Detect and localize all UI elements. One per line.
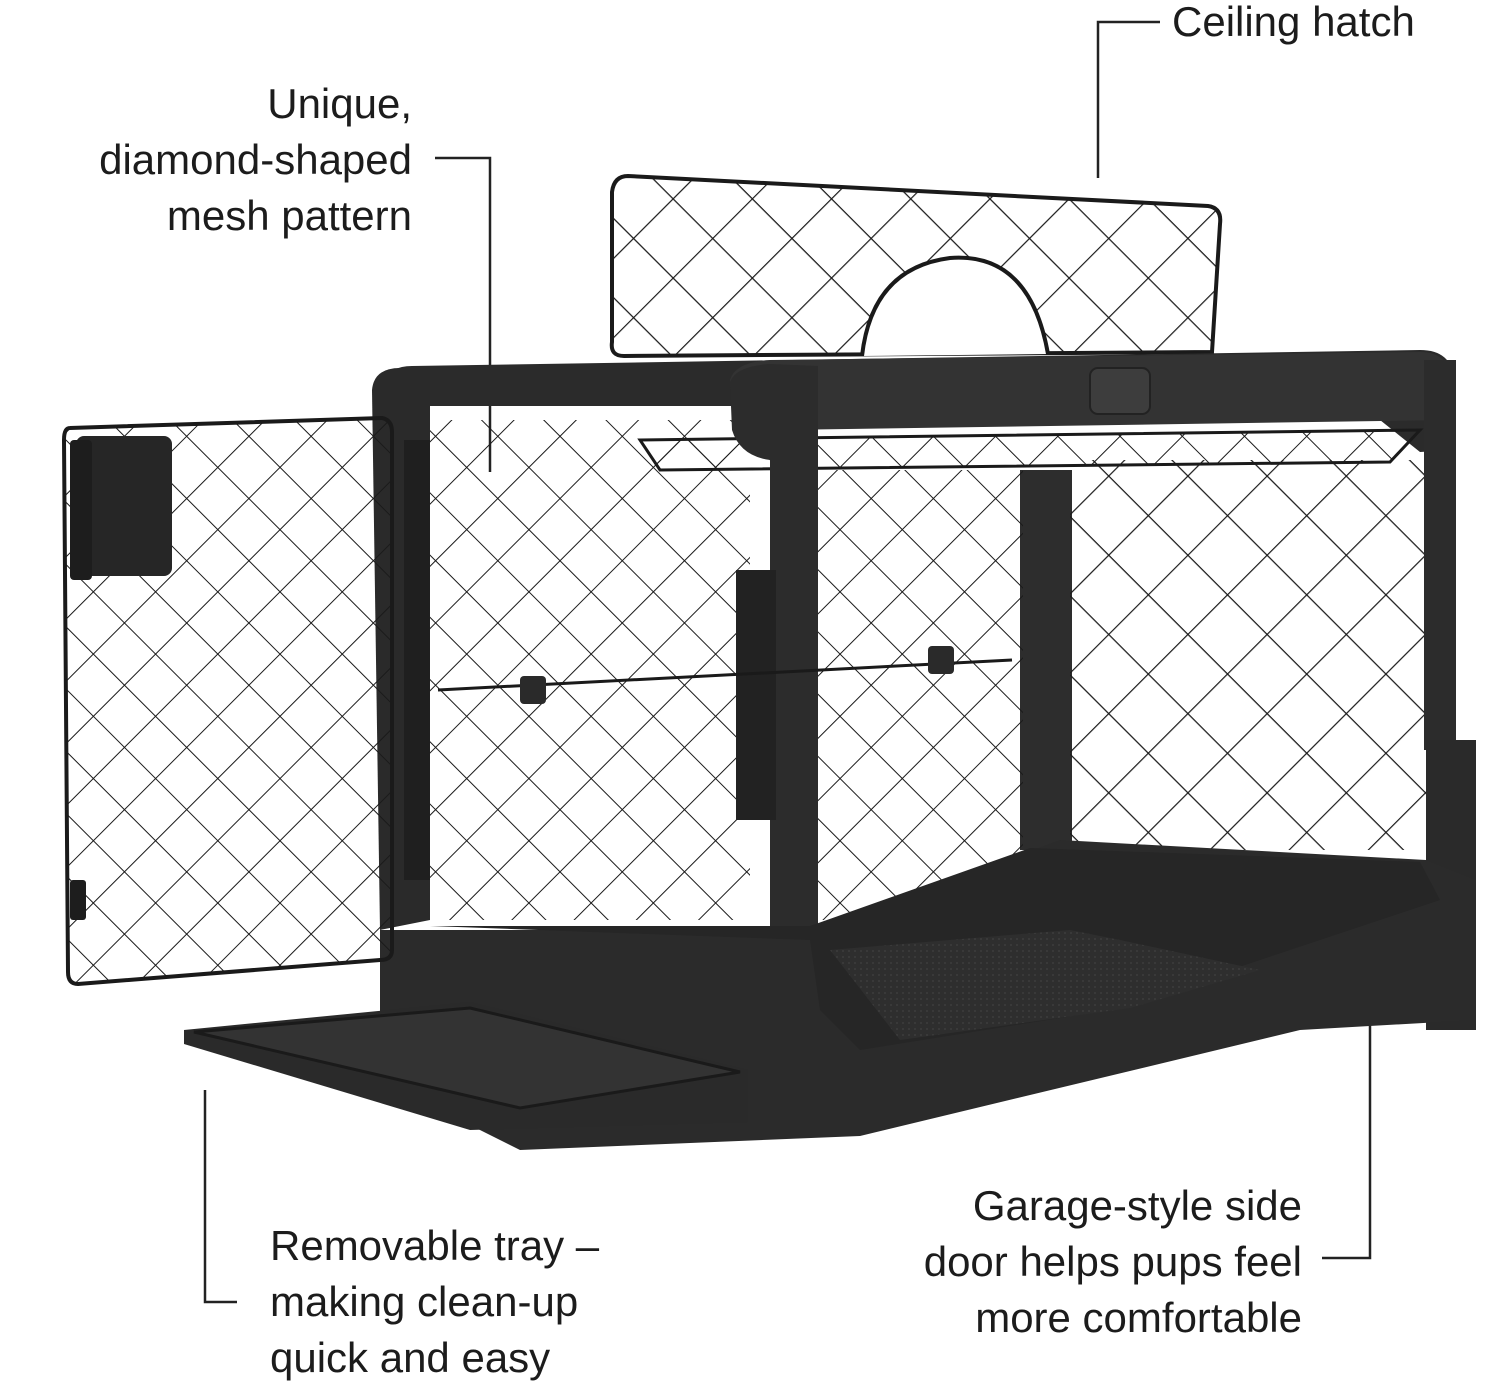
callout-ceiling-hatch: Ceiling hatch xyxy=(1172,0,1415,50)
callout-line: quick and easy xyxy=(270,1334,551,1381)
removable-tray xyxy=(184,1002,748,1130)
callout-mesh-pattern: Unique, diamond-shaped mesh pattern xyxy=(99,76,412,244)
callout-line: diamond-shaped xyxy=(99,136,412,183)
callout-line: Garage-style side xyxy=(972,1182,1302,1229)
leader-side-door xyxy=(1322,922,1372,1260)
callout-line: Removable tray – xyxy=(270,1222,600,1269)
callout-line: mesh pattern xyxy=(166,192,412,239)
leader-removable-tray xyxy=(203,1090,237,1304)
callout-side-door: Garage-style side door helps pups feel m… xyxy=(924,1178,1302,1346)
callout-line: Ceiling hatch xyxy=(1172,0,1415,45)
callout-removable-tray: Removable tray – making clean-up quick a… xyxy=(270,1218,599,1386)
callout-line: more comfortable xyxy=(975,1294,1302,1341)
leader-ceiling-hatch xyxy=(1096,20,1160,178)
callout-line: making clean-up xyxy=(270,1278,579,1325)
callout-line: Unique, xyxy=(267,80,412,127)
callout-line: door helps pups feel xyxy=(923,1238,1302,1285)
ceiling-hatch-panel xyxy=(609,173,1223,359)
front-door-open xyxy=(61,415,394,987)
